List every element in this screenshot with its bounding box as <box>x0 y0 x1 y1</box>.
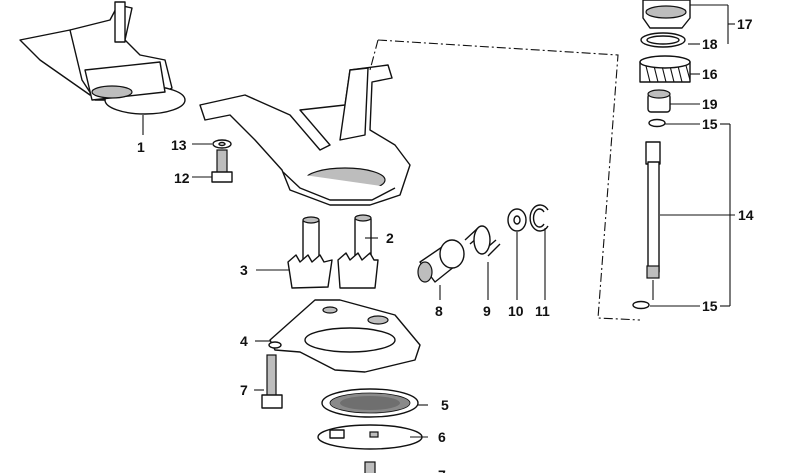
washer-icon <box>212 139 232 149</box>
callout-10: 10 <box>508 303 524 319</box>
callout-16: 16 <box>702 66 718 82</box>
bolt-icon <box>261 354 283 409</box>
bushing-icon <box>647 89 671 113</box>
callout-17: 17 <box>737 16 753 32</box>
pump-cover-icon <box>268 299 421 373</box>
drive-housing-icon <box>642 0 691 29</box>
callout-7-bottom: 7 <box>438 467 446 473</box>
circlip-icon <box>529 204 549 232</box>
callout-6: 6 <box>438 429 446 445</box>
oil-pump-assembly-icon <box>19 1 186 115</box>
pump-housing-icon <box>199 64 411 206</box>
callout-4: 4 <box>240 333 248 349</box>
washer-icon <box>507 208 527 232</box>
callout-12: 12 <box>174 170 190 186</box>
callout-2: 2 <box>386 230 394 246</box>
bolt-icon <box>364 461 376 473</box>
callout-19: 19 <box>702 96 718 112</box>
pump-gear-icon <box>287 214 379 289</box>
callout-13: 13 <box>171 137 187 153</box>
callout-15-bottom: 15 <box>702 298 718 314</box>
washer-icon <box>648 118 666 128</box>
callout-11: 11 <box>535 303 550 319</box>
helical-gear-icon <box>639 55 691 83</box>
callout-5: 5 <box>441 397 449 413</box>
relief-valve-piston-icon <box>417 239 465 283</box>
spring-icon <box>464 225 501 257</box>
seal-ring-icon <box>640 32 686 48</box>
washer-icon <box>632 300 650 310</box>
callout-3: 3 <box>240 262 248 278</box>
callout-9: 9 <box>483 303 491 319</box>
callout-18: 18 <box>702 36 718 52</box>
callout-14: 14 <box>738 207 754 223</box>
callout-8: 8 <box>435 303 443 319</box>
callout-15-top: 15 <box>702 116 718 132</box>
drive-shaft-icon <box>645 141 661 300</box>
strainer-plate-icon <box>317 424 423 450</box>
strainer-icon <box>321 388 419 418</box>
callout-1: 1 <box>137 139 145 155</box>
callout-7: 7 <box>240 382 248 398</box>
bolt-icon <box>211 149 233 183</box>
